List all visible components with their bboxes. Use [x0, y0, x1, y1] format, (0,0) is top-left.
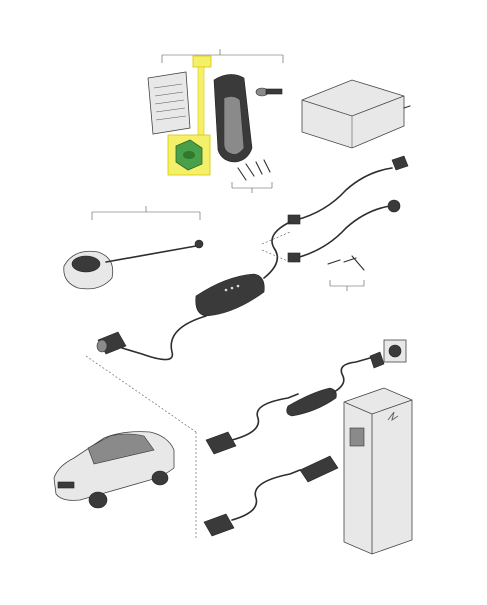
bolt-screw: [255, 87, 283, 97]
group-15-bracket-lines: [161, 49, 284, 63]
adapter-cable-3: [287, 155, 409, 225]
connector-pins: [327, 255, 365, 271]
group-2-bracket-lines: [329, 280, 365, 291]
charging-control-unit: [96, 221, 291, 361]
charging-cable-9: [203, 455, 339, 537]
adapter-cable-4: [287, 199, 401, 263]
suv-vehicle: [53, 431, 175, 509]
cable-holder: [213, 74, 253, 163]
callout-16-highlight: [192, 55, 212, 68]
socket-adapter: [175, 139, 203, 171]
group-20-bracket-lines: [91, 206, 201, 220]
charging-cable-8: [205, 351, 385, 455]
group-18-bracket-lines: [231, 182, 273, 193]
dashed-leaders: [85, 231, 291, 540]
socket-mount-assembly: [63, 239, 204, 290]
small-screws: [237, 159, 271, 181]
wall-socket: [383, 339, 407, 363]
storage-bag: [301, 79, 411, 149]
manual-booklet: [147, 71, 191, 135]
callout-16-leader-highlight: [197, 66, 205, 146]
charging-station: [343, 387, 413, 555]
